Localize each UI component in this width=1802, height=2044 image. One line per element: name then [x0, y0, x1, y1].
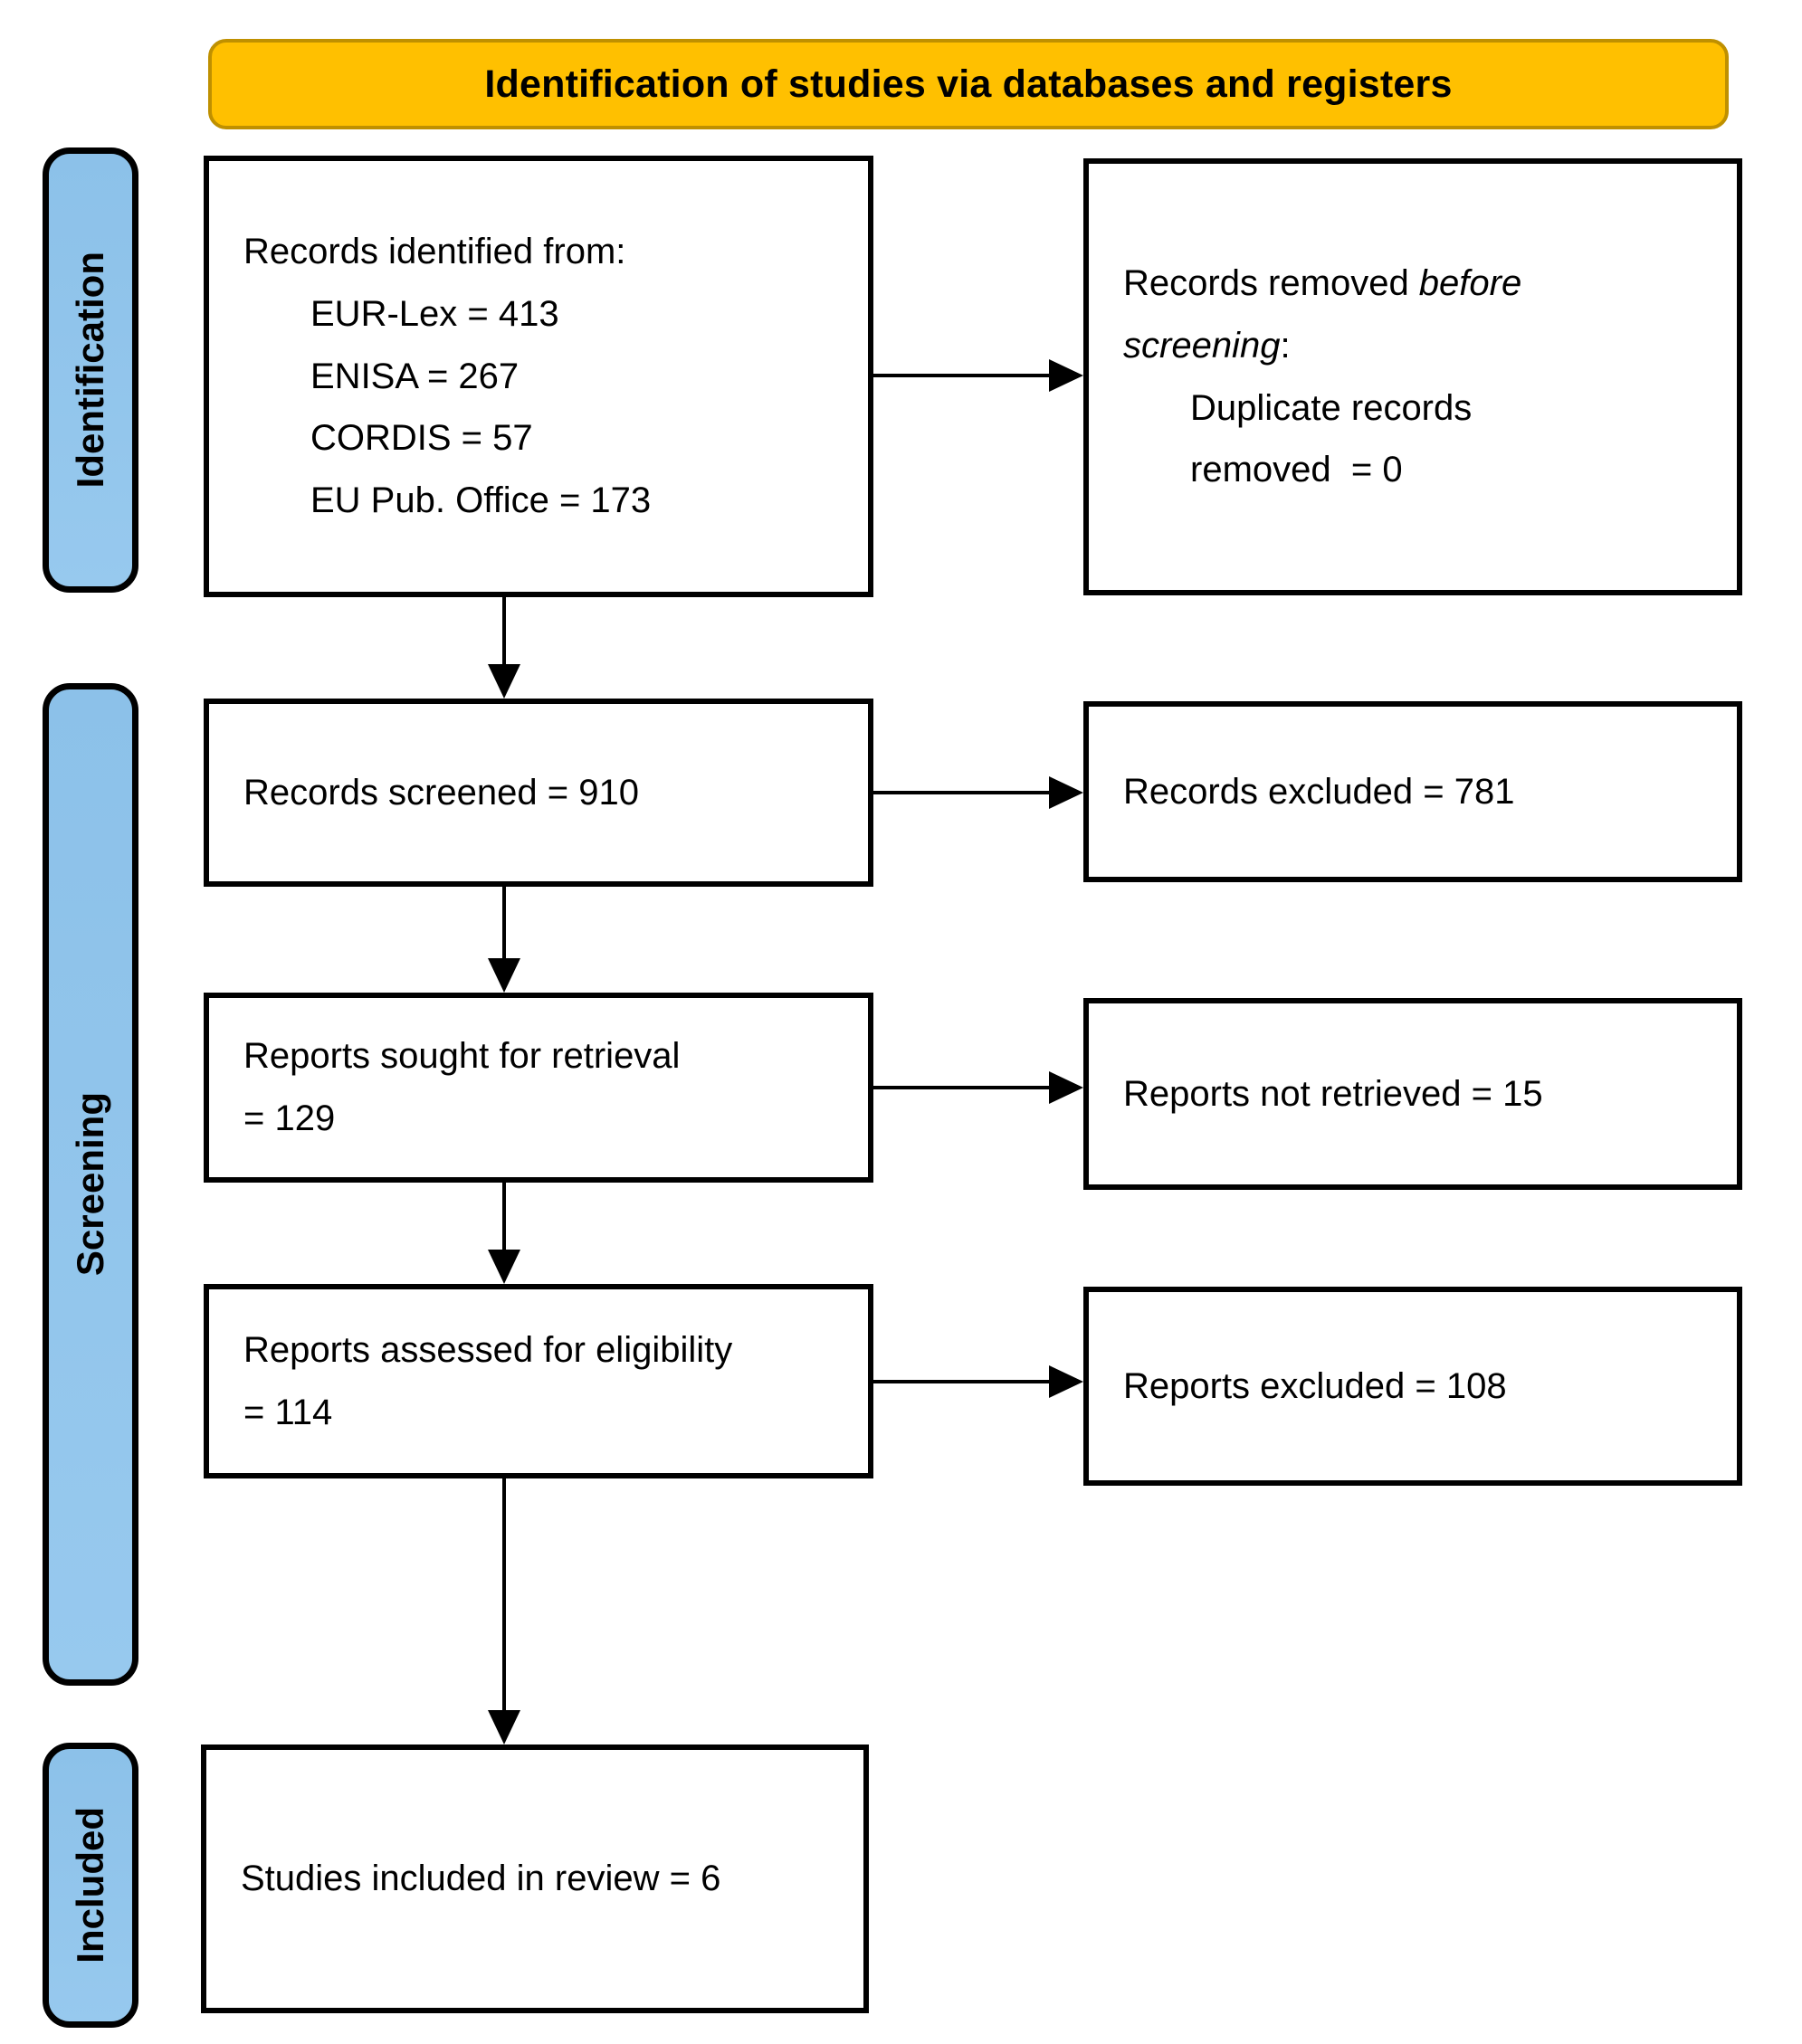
stage-label-identification: Identification: [43, 147, 138, 593]
arrow-assessed-to-included: [487, 1478, 521, 1745]
records-identified-heading: Records identified from:: [243, 232, 626, 271]
arrow-sought-to-not-retrieved: [873, 1070, 1083, 1105]
reports-sought-line2: = 129: [243, 1098, 336, 1138]
arrow-screened-to-sought: [487, 887, 521, 993]
stage-label-screening: Screening: [43, 683, 138, 1686]
studies-included-label: Studies included in review = 6: [241, 1859, 721, 1899]
box-records-identified: Records identified from: EUR-Lex = 413 E…: [204, 156, 873, 597]
reports-not-retrieved-label: Reports not retrieved = 15: [1123, 1073, 1543, 1114]
box-studies-included: Studies included in review = 6: [201, 1745, 869, 2013]
records-identified-item-eurlex: EUR-Lex = 413: [310, 293, 559, 334]
reports-assessed-line1: Reports assessed for eligibility: [243, 1329, 733, 1370]
box-reports-not-retrieved: Reports not retrieved = 15: [1083, 998, 1742, 1190]
records-removed-duplicates-line2: removed = 0: [1190, 450, 1403, 490]
records-identified-item-eupub: EU Pub. Office = 173: [310, 480, 652, 521]
records-removed-heading: Records removed before screening:: [1123, 252, 1576, 377]
arrow-sought-to-assessed: [487, 1183, 521, 1284]
box-records-excluded: Records excluded = 781: [1083, 701, 1742, 882]
box-reports-sought: Reports sought for retrieval = 129: [204, 993, 873, 1183]
box-records-removed: Records removed before screening: Duplic…: [1083, 158, 1742, 595]
arrow-screened-to-excluded: [873, 775, 1083, 810]
reports-assessed-line2: = 114: [243, 1392, 333, 1432]
arrow-assessed-to-excluded: [873, 1364, 1083, 1399]
records-identified-item-cordis: CORDIS = 57: [310, 418, 533, 459]
box-reports-assessed: Reports assessed for eligibility = 114: [204, 1284, 873, 1478]
diagram-title-banner: Identification of studies via databases …: [208, 39, 1729, 129]
arrow-identified-to-screened: [487, 597, 521, 699]
stage-label-identification-text: Identification: [69, 252, 111, 489]
records-removed-heading-suffix: :: [1280, 325, 1291, 366]
records-screened-label: Records screened = 910: [243, 772, 639, 813]
records-removed-heading-prefix: Records removed: [1123, 262, 1419, 303]
records-identified-item-enisa: ENISA = 267: [310, 356, 520, 396]
arrow-identified-to-removed: [873, 358, 1083, 393]
records-removed-duplicates-line1: Duplicate records: [1190, 387, 1473, 428]
reports-sought-line1: Reports sought for retrieval: [243, 1036, 681, 1077]
records-removed-heading-italic: before screening: [1123, 262, 1532, 366]
records-excluded-label: Records excluded = 781: [1123, 771, 1515, 812]
box-records-screened: Records screened = 910: [204, 699, 873, 887]
reports-excluded-label: Reports excluded = 108: [1123, 1365, 1507, 1406]
stage-label-included: Included: [43, 1743, 138, 2028]
box-reports-excluded: Reports excluded = 108: [1083, 1287, 1742, 1486]
stage-label-included-text: Included: [69, 1807, 111, 1963]
stage-label-screening-text: Screening: [69, 1092, 111, 1277]
